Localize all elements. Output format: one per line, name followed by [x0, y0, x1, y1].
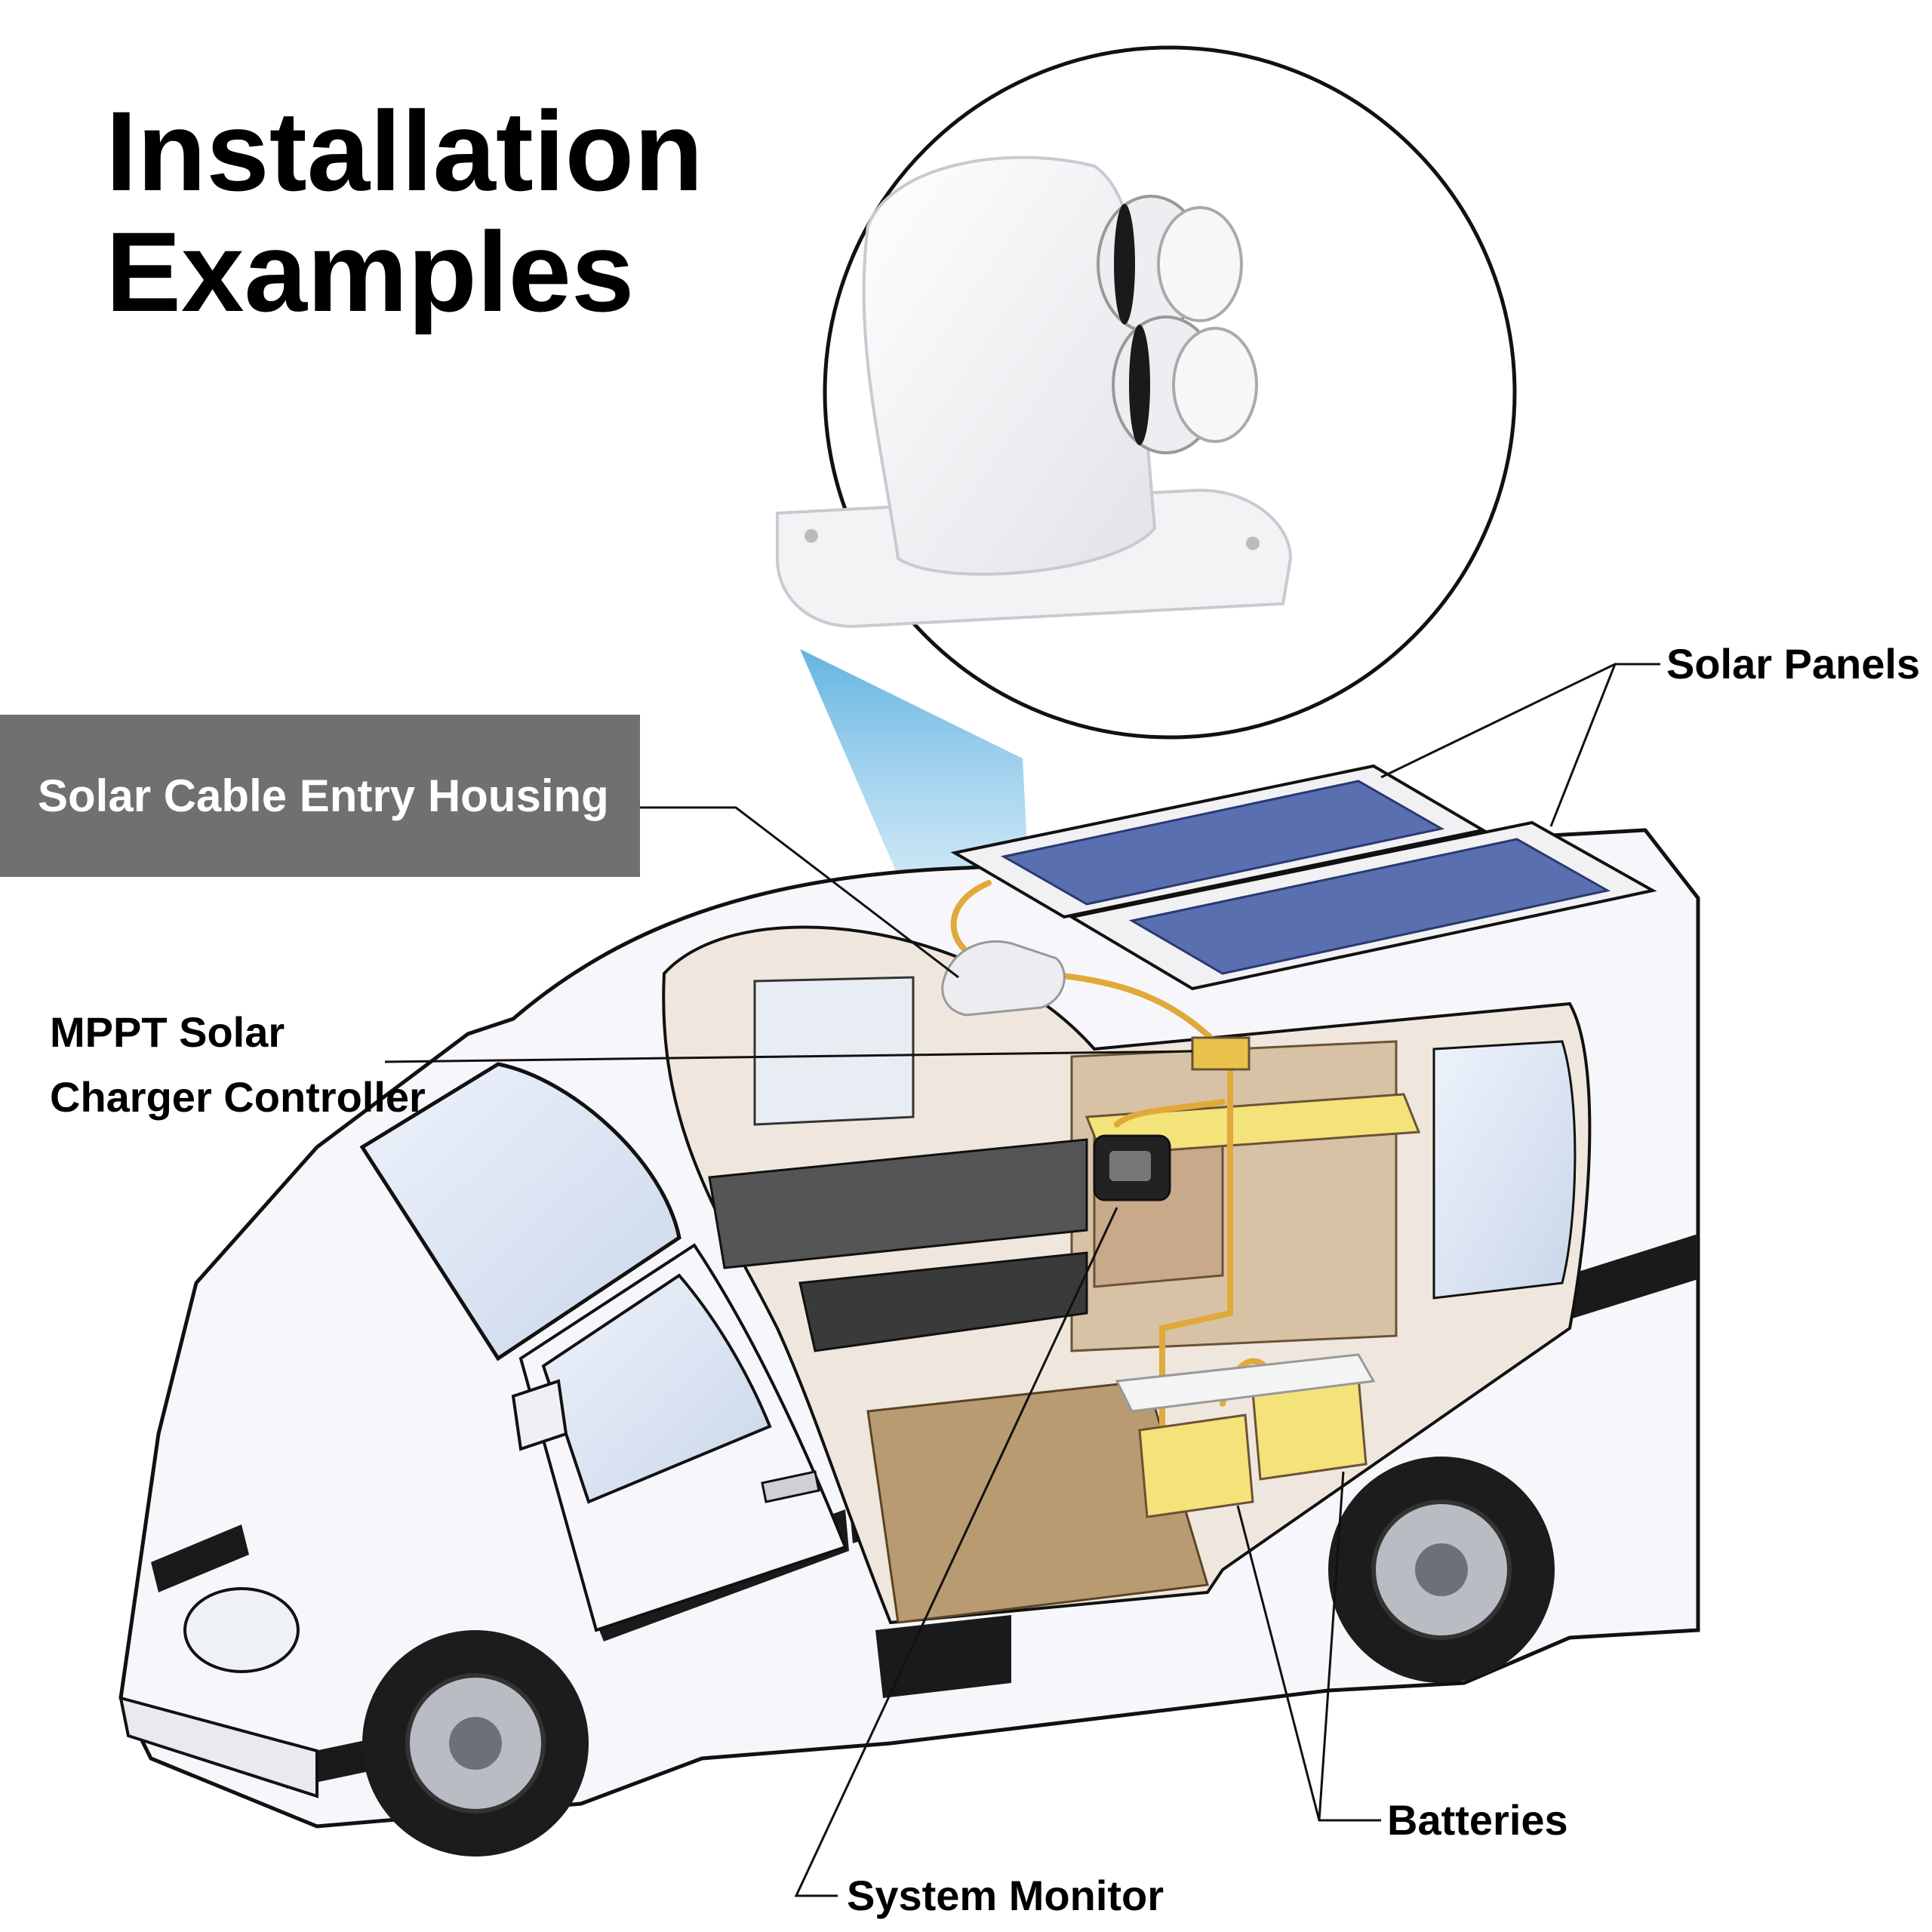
- leader-monitor: [794, 1207, 1118, 1897]
- windshield: [359, 1062, 681, 1361]
- leader-mppt: [384, 1050, 1193, 1063]
- wire-housing-to-controller: [1038, 971, 1226, 1052]
- leader-lines: [384, 663, 1660, 1897]
- rear-wheel: [1328, 1457, 1555, 1683]
- side-mirror: [511, 1379, 568, 1451]
- solar-panel-icon: [950, 764, 1657, 991]
- wire-monitor: [1114, 1099, 1226, 1128]
- van-icon: [118, 828, 1700, 1857]
- closeup-screw-hole-right: [1246, 537, 1260, 550]
- title-line-1: Installation: [106, 88, 703, 214]
- closeup-gland-bottom: [1112, 315, 1258, 454]
- cable-entry-banner: Solar Cable Entry Housing: [0, 715, 640, 877]
- leader-solar-1: [1380, 663, 1660, 779]
- headlight: [183, 1587, 300, 1673]
- cable-entry-label: Solar Cable Entry Housing: [38, 771, 609, 821]
- leader-cable-entry: [640, 806, 959, 979]
- system-monitor-label: System Monitor: [847, 1872, 1164, 1919]
- solar-cells-back: [1000, 780, 1445, 906]
- bumper: [118, 1696, 318, 1798]
- bench-seat: [708, 1138, 1088, 1269]
- battery-tray: [1115, 1353, 1376, 1413]
- grille: [151, 1524, 249, 1592]
- closeup-housing-cover: [862, 155, 1157, 576]
- closeup-screw-hole-left: [804, 529, 818, 543]
- mppt-label-line-1: MPPT Solar: [50, 1008, 285, 1056]
- solar-cells-front: [1128, 838, 1611, 975]
- interior-window: [753, 976, 915, 1126]
- mppt-label: MPPT Solar Charger Controller: [50, 1000, 426, 1130]
- leader-solar-2: [1549, 663, 1617, 827]
- charge-controller-icon: [1191, 1036, 1251, 1071]
- title-line-2: Examples: [106, 208, 635, 335]
- batteries-label: Batteries: [1387, 1796, 1568, 1844]
- step: [875, 1615, 1011, 1698]
- leader-batteries-2: [1318, 1471, 1345, 1821]
- front-wheel: [362, 1630, 589, 1857]
- closeup-gland-top: [1097, 195, 1243, 334]
- page-title: Installation Examples: [106, 91, 703, 332]
- mppt-label-line-2: Charger Controller: [50, 1073, 426, 1121]
- system-monitor-icon: [1093, 1134, 1171, 1201]
- cable-entry-housing-icon: [941, 940, 1066, 1017]
- solar-panels-label: Solar Panels: [1666, 640, 1921, 688]
- closeup-circle: [776, 45, 1517, 740]
- door-handle: [761, 1470, 820, 1503]
- bench-base: [798, 1251, 1088, 1352]
- battery-icon: [1115, 1353, 1376, 1518]
- bathroom-glass: [1432, 1040, 1577, 1300]
- battery-left: [1138, 1414, 1254, 1518]
- cab-door-window: [541, 1273, 772, 1504]
